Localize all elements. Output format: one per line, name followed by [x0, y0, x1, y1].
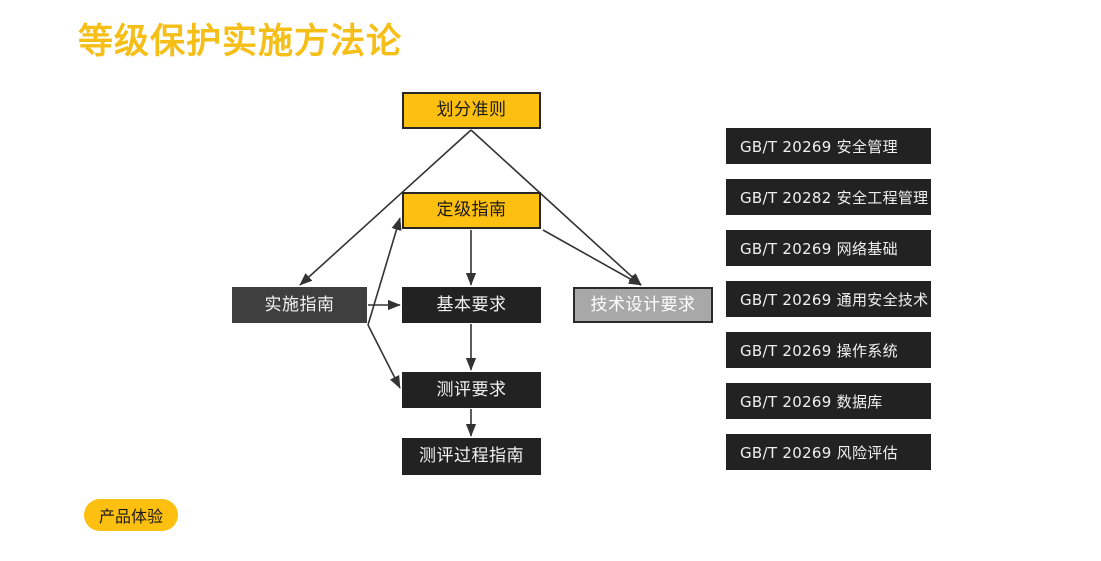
arrow-djzn-to-jssj — [542, 229, 642, 286]
flow-node-jssj[interactable]: 技术设计要求 — [573, 287, 713, 323]
flow-node-cpgc[interactable]: 测评过程指南 — [402, 438, 541, 475]
page-title: 等级保护实施方法论 — [78, 22, 403, 62]
arrow-ssjn-to-djzn — [367, 217, 402, 326]
arrow-hfzz-to-ssjn — [299, 129, 472, 286]
arrow-ssjn-to-cpyq — [367, 324, 401, 389]
standard-list-item[interactable]: GB/T 20269 安全管理 — [726, 128, 931, 164]
flow-node-ssjn[interactable]: 实施指南 — [232, 287, 367, 323]
edge-layer — [299, 129, 642, 437]
standard-list-item[interactable]: GB/T 20269 通用安全技术 — [726, 281, 931, 317]
flow-node-cpyq[interactable]: 测评要求 — [402, 372, 541, 408]
standard-list-item[interactable]: GB/T 20269 风险评估 — [726, 434, 931, 470]
flow-node-djzn[interactable]: 定级指南 — [402, 192, 541, 229]
standard-list-item[interactable]: GB/T 20269 操作系统 — [726, 332, 931, 368]
flow-node-hfzz[interactable]: 划分准则 — [402, 92, 541, 129]
flow-node-jbyq[interactable]: 基本要求 — [402, 287, 541, 323]
standard-list-item[interactable]: GB/T 20269 数据库 — [726, 383, 931, 419]
arrow-hfzz-to-jssj — [470, 129, 642, 286]
product-experience-pill[interactable]: 产品体验 — [84, 499, 178, 531]
standard-list-item[interactable]: GB/T 20282 安全工程管理 — [726, 179, 931, 215]
standard-list-item[interactable]: GB/T 20269 网络基础 — [726, 230, 931, 266]
